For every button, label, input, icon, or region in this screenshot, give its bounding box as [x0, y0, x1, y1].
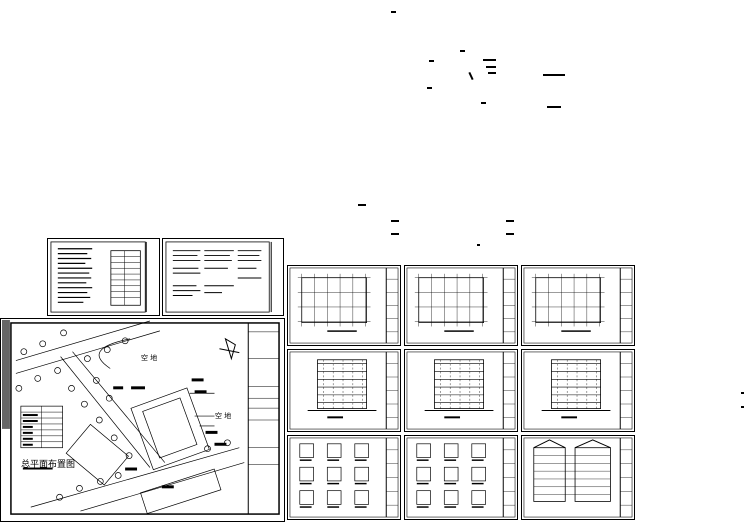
- floor-plan-drawing: [289, 267, 399, 344]
- elevation-drawing: [523, 351, 633, 430]
- sheet-floor-plan-1[interactable]: [287, 265, 401, 346]
- roof-plan-drawing: [523, 267, 633, 344]
- sheet-elevation-4[interactable]: [287, 349, 401, 432]
- sheet-detail-7[interactable]: [287, 435, 401, 520]
- sheet-detail-8[interactable]: [404, 435, 518, 520]
- sheet-design-notes-1[interactable]: [47, 238, 160, 316]
- sheet-elevation-6[interactable]: [521, 349, 635, 432]
- sheet-design-notes-2[interactable]: [162, 238, 284, 316]
- floor-plan-drawing: [406, 267, 516, 344]
- section-drawing: [523, 437, 633, 518]
- sheet-section-9[interactable]: [521, 435, 635, 520]
- detail-drawing: [406, 437, 516, 518]
- sheet-floor-plan-2[interactable]: [404, 265, 518, 346]
- detail-drawing: [289, 437, 399, 518]
- sheet-elevation-5[interactable]: [404, 349, 518, 432]
- sheet-roof-plan-3[interactable]: [521, 265, 635, 346]
- sheet-site-plan[interactable]: 空 地 空 地 总平面布置图: [0, 318, 285, 522]
- elevation-drawing: [406, 351, 516, 430]
- vacant-land-label-2: 空 地: [215, 412, 232, 420]
- site-plan-title: 总平面布置图: [21, 460, 76, 470]
- elevation-drawing: [289, 351, 399, 430]
- vacant-land-label-1: 空 地: [141, 354, 158, 362]
